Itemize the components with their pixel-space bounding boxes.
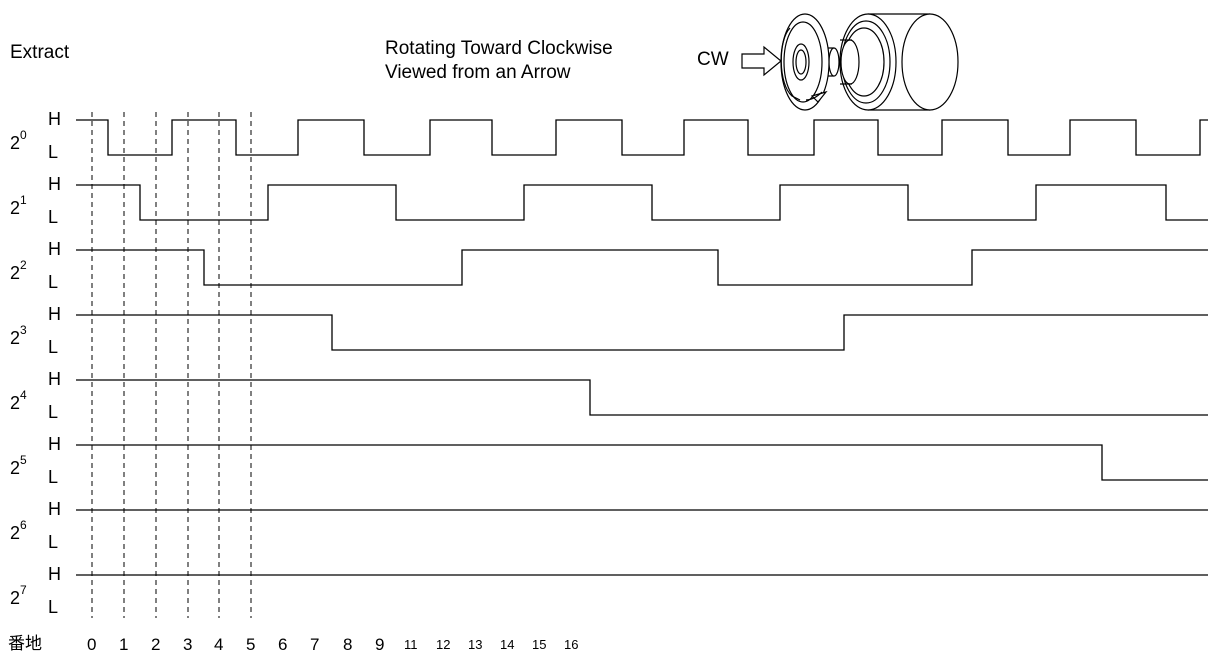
address-tick-label: 15 xyxy=(532,637,547,652)
row-label-2-pow-3: 23 xyxy=(10,324,27,348)
row-label-2-pow-0: 20 xyxy=(10,129,27,153)
row-label-base: 2 xyxy=(10,198,21,218)
row-label-2-pow-2: 22 xyxy=(10,259,27,283)
level-high-label: H xyxy=(48,369,61,389)
level-high-label: H xyxy=(48,564,61,584)
row-label-2-pow-6: 26 xyxy=(10,519,27,543)
row-label-exponent: 5 xyxy=(20,453,27,467)
row-label-exponent: 6 xyxy=(20,518,27,532)
cw-label: CW xyxy=(697,49,729,70)
address-tick-label: 3 xyxy=(183,635,193,654)
row-label-exponent: 1 xyxy=(20,193,27,207)
address-tick-label: 8 xyxy=(343,635,353,654)
level-high-label: H xyxy=(48,434,61,454)
rotation-description-line-2: Viewed from an Arrow xyxy=(385,62,571,83)
level-high-label: H xyxy=(48,109,61,129)
level-low-label: L xyxy=(48,337,59,357)
address-tick-label: 6 xyxy=(278,635,288,654)
level-high-label: H xyxy=(48,239,61,259)
rotation-description-line-1: Rotating Toward Clockwise xyxy=(385,38,613,59)
address-tick-label: 0 xyxy=(87,635,97,654)
row-label-exponent: 0 xyxy=(20,128,27,142)
waveform-bit-4 xyxy=(76,379,1208,416)
row-label-base: 2 xyxy=(10,523,21,543)
level-low-label: L xyxy=(48,597,59,617)
address-tick-label: 1 xyxy=(119,635,129,654)
row-label-2-pow-5: 25 xyxy=(10,454,27,478)
row-label-2-pow-7: 27 xyxy=(10,584,27,608)
level-low-label: L xyxy=(48,272,59,292)
address-tick-label: 7 xyxy=(310,635,320,654)
address-tick-label: 2 xyxy=(151,635,161,654)
rotation-description: Rotating Toward Clockwise Viewed from an… xyxy=(385,37,613,85)
level-low-label: L xyxy=(48,467,59,487)
address-tick-label: 16 xyxy=(564,637,579,652)
level-low-label: L xyxy=(48,207,59,227)
row-label-exponent: 7 xyxy=(20,583,27,597)
row-label-base: 2 xyxy=(10,458,21,478)
row-label-2-pow-4: 24 xyxy=(10,389,27,413)
level-low-label: L xyxy=(48,402,59,422)
level-high-label: H xyxy=(48,499,61,519)
row-label-exponent: 2 xyxy=(20,258,27,272)
row-label-base: 2 xyxy=(10,588,21,608)
address-tick-label: 13 xyxy=(468,637,483,652)
level-low-label: L xyxy=(48,532,59,552)
waveform-bit-2 xyxy=(76,249,1208,286)
row-label-exponent: 3 xyxy=(20,323,27,337)
address-tick-label: 5 xyxy=(246,635,256,654)
waveform-bit-1 xyxy=(76,184,1208,221)
address-label: 番地 xyxy=(8,634,42,654)
waveform-bit-3 xyxy=(76,314,1208,351)
level-high-label: H xyxy=(48,174,61,194)
row-label-base: 2 xyxy=(10,393,21,413)
row-label-2-pow-1: 21 xyxy=(10,194,27,218)
row-label-base: 2 xyxy=(10,328,21,348)
level-low-label: L xyxy=(48,142,59,162)
address-tick-label: 14 xyxy=(500,637,515,652)
waveform-bit-0 xyxy=(76,119,1208,156)
address-tick-label: 4 xyxy=(214,635,224,654)
row-label-base: 2 xyxy=(10,263,21,283)
address-tick-label: 11 xyxy=(404,637,418,652)
row-label-base: 2 xyxy=(10,133,21,153)
waveform-bit-5 xyxy=(76,444,1208,481)
diagram-title: Extract xyxy=(10,42,70,63)
address-tick-label: 9 xyxy=(375,635,385,654)
level-high-label: H xyxy=(48,304,61,324)
address-tick-label: 12 xyxy=(436,637,451,652)
row-label-exponent: 4 xyxy=(20,388,27,402)
